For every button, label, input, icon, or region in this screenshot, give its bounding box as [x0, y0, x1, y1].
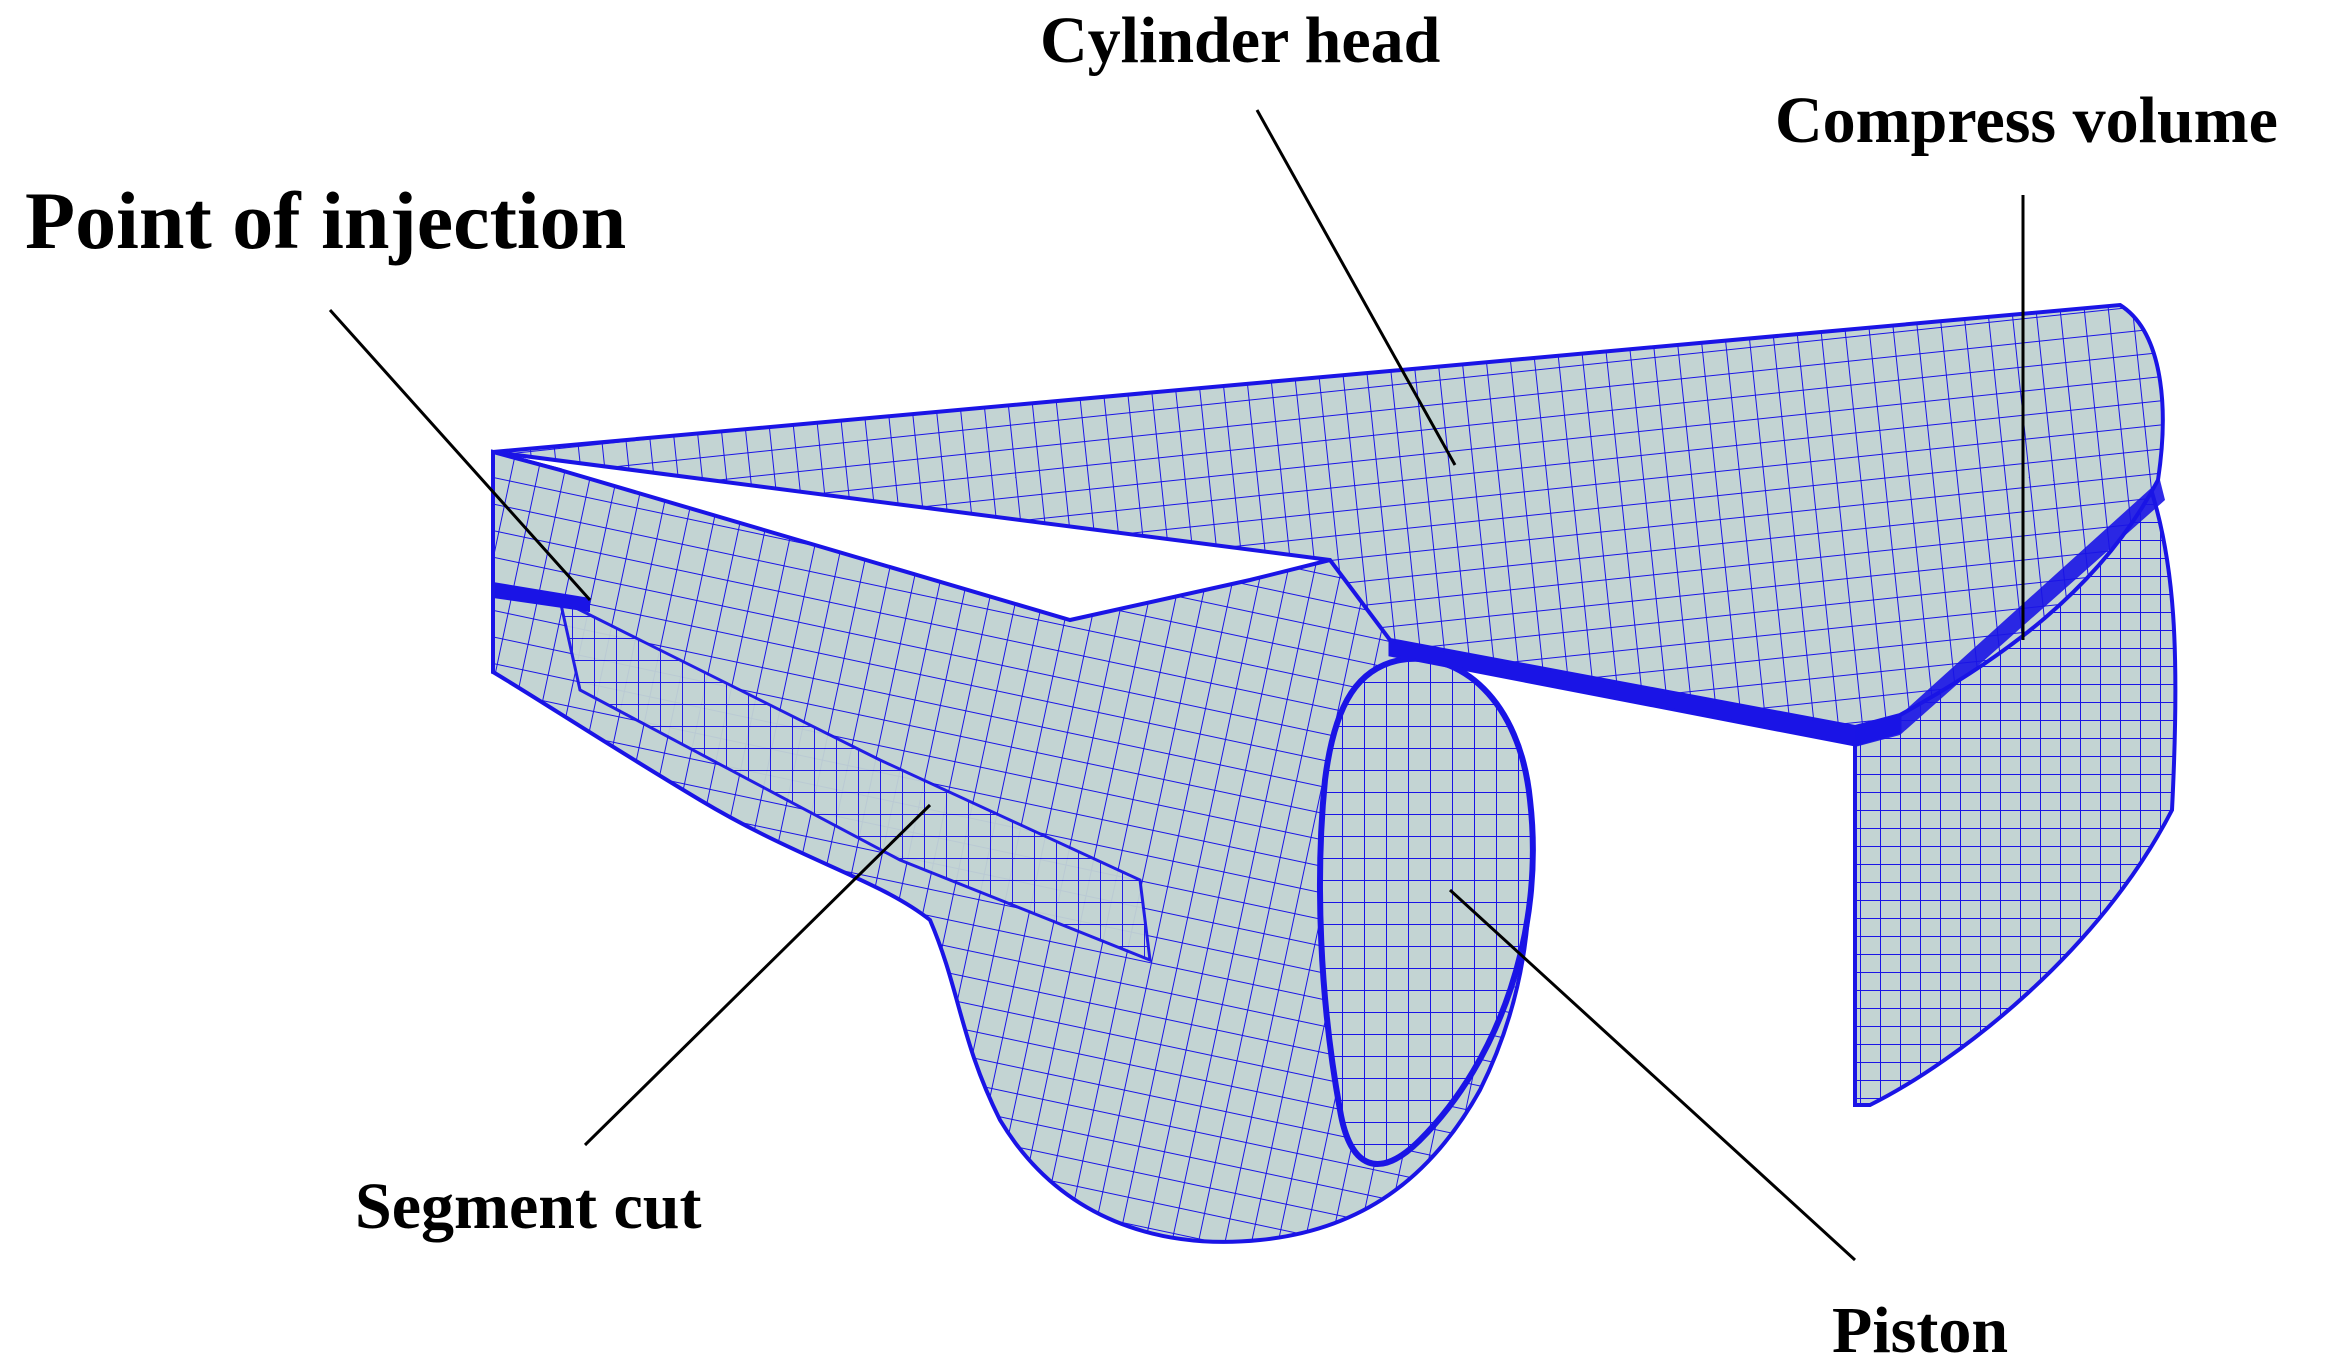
cylinder-wall-mesh: [1853, 476, 2178, 1107]
leader-cylinder-head: [1255, 109, 1457, 466]
label-piston: Piston: [1832, 1294, 2008, 1360]
segment-cut-mesh: [557, 597, 1152, 963]
label-cylinder-head: Cylinder head: [1040, 4, 1440, 77]
leader-piston: [1448, 888, 1857, 1262]
label-segment-cut: Segment cut: [355, 1170, 701, 1243]
piston-face-mesh: [1317, 655, 1536, 1167]
compress-volume-band: [1855, 480, 2165, 747]
label-compress-volume: Compress volume: [1775, 84, 2278, 157]
leader-point-of-injection: [328, 308, 592, 602]
injection-band: [493, 582, 590, 612]
leader-segment-cut: [583, 803, 932, 1147]
label-point-of-injection: Point of injection: [25, 175, 626, 266]
